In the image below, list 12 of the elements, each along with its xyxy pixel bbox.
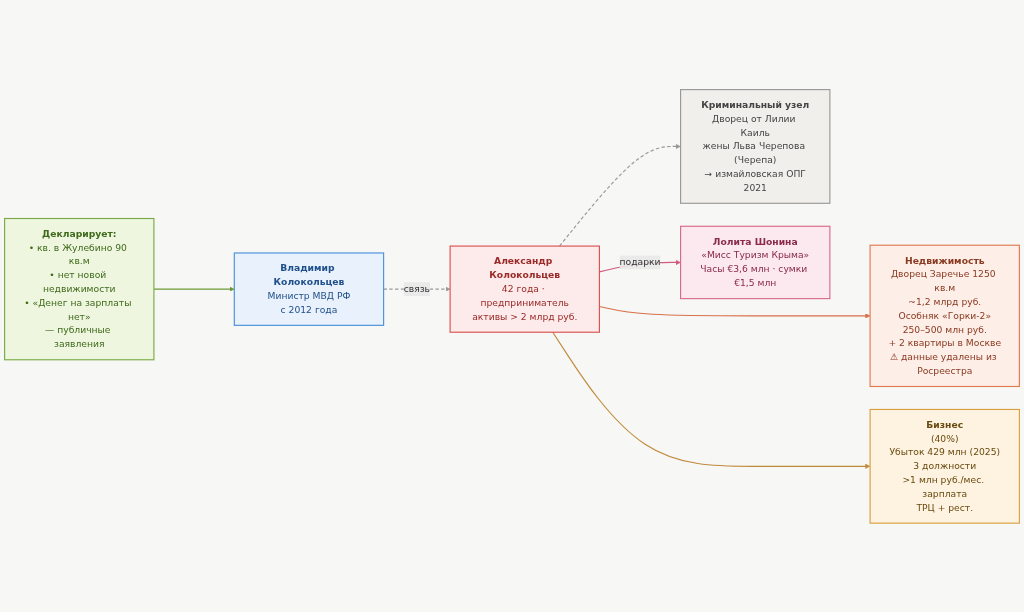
node-box: Александр Колокольцев 42 года · предприниматель активы > 2 млрд руб. <box>449 245 600 333</box>
arrow <box>552 331 871 469</box>
node-box: Лолита Шонина «Мисс Туризм Крыма» Часы €3,6 млн · сумки €1,5 млн <box>680 225 831 299</box>
node-box: Недвижимость Дворец Заречье 1250 кв.м ~1,2 млрд руб. Особняк «Горки-2» 250–500 млн руб. + 2 квартиры в Москве ⚠ данные удалены из Росреестра <box>869 244 1020 387</box>
arrow <box>153 286 235 292</box>
node-box: Владимир Колокольцев Министр МВД РФ с 2012 года <box>233 252 385 326</box>
node-box: Криминальный узел Дворец от Лилии Каиль жены Льва Черепова (Черепа) → измайловская ОПГ 2021 <box>680 88 831 204</box>
node-box: Декларирует: • кв. в Жулебино 90 кв.м • нет новой недвижимости • «Денег на зарплаты нет» — публичные заявления <box>4 217 155 360</box>
node-box: Бизнес (40%) Убыток 429 млн (2025) 3 должности >1 млн руб./мес. зарплата ТРЦ + рест. <box>869 408 1020 524</box>
edge-label: подарки <box>619 256 661 268</box>
edge-label: связь <box>403 283 431 294</box>
arrow <box>558 143 681 247</box>
